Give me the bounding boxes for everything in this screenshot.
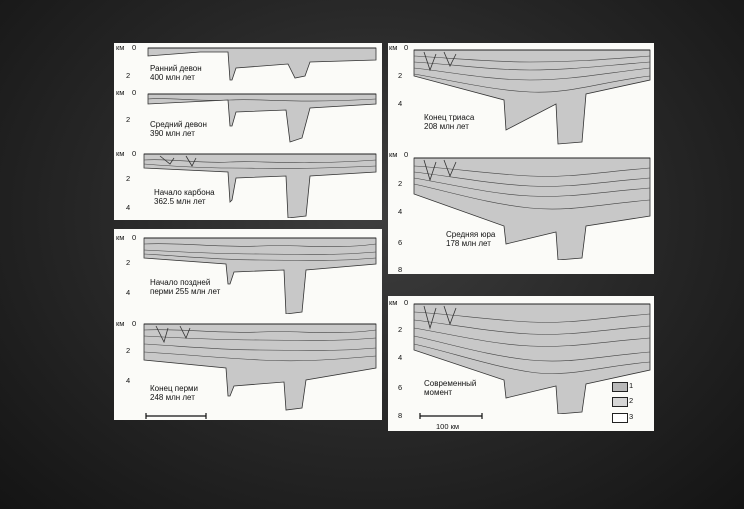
section-middle-jurassic — [413, 157, 651, 260]
section-middle-devonian — [147, 93, 377, 143]
depth-tick: 2 — [126, 71, 131, 80]
section-early-carboniferous — [143, 153, 377, 218]
depth-tick: 2 — [126, 346, 131, 355]
depth-tick: 4 — [126, 203, 131, 212]
section-present-day — [413, 303, 651, 414]
depth-unit: км — [389, 43, 398, 52]
depth-unit: км — [389, 298, 398, 307]
scale-bar-right — [419, 413, 483, 419]
depth-tick: 4 — [398, 353, 403, 362]
depth-tick: 2 — [126, 258, 131, 267]
depth-tick: 4 — [398, 207, 403, 216]
panel-label: Начало поздней перми 255 млн лет — [150, 278, 221, 296]
depth-tick: 2 — [126, 174, 131, 183]
depth-tick: 2 — [126, 115, 131, 124]
depth-unit: км — [116, 319, 125, 328]
depth-tick: 4 — [126, 376, 131, 385]
depth-unit: км — [389, 150, 398, 159]
depth-tick: 0 — [404, 150, 409, 159]
section-end-triassic — [413, 49, 651, 145]
legend-key: 1 — [629, 381, 634, 390]
legend-key: 3 — [629, 412, 634, 421]
depth-tick: 2 — [398, 179, 403, 188]
depth-tick: 0 — [404, 298, 409, 307]
depth-unit: км — [116, 88, 125, 97]
depth-unit: км — [116, 233, 125, 242]
section-early-devonian — [147, 47, 377, 81]
depth-tick: 0 — [404, 43, 409, 52]
panel-label: Ранний девон 400 млн лет — [150, 64, 202, 82]
depth-tick: 4 — [398, 99, 403, 108]
legend-swatch-3 — [612, 413, 628, 423]
depth-tick: 2 — [398, 71, 403, 80]
depth-tick: 6 — [398, 383, 403, 392]
section-late-permian-start — [143, 237, 377, 314]
depth-tick: 2 — [398, 325, 403, 334]
legend-swatch-1 — [612, 382, 628, 392]
legend-swatch-2 — [612, 397, 628, 407]
depth-tick: 6 — [398, 238, 403, 247]
scale-bar-left — [145, 413, 207, 419]
scale-bar-label: 100 км — [436, 422, 460, 431]
panel-label: Конец перми 248 млн лет — [150, 384, 198, 402]
panel-label: Начало карбона 362.5 млн лет — [154, 188, 215, 206]
depth-tick: 8 — [398, 265, 403, 274]
depth-tick: 8 — [398, 411, 403, 420]
depth-tick: 4 — [126, 288, 131, 297]
panel-label: Средняя юра 178 млн лет — [446, 230, 496, 248]
depth-tick: 0 — [132, 233, 137, 242]
panel-label: Конец триаса 208 млн лет — [424, 113, 475, 131]
depth-tick: 0 — [132, 43, 137, 52]
section-end-permian — [143, 323, 377, 411]
legend-key: 2 — [629, 396, 634, 405]
panel-label: Современный момент — [424, 379, 477, 397]
left-sheet-top — [114, 43, 382, 220]
depth-tick: 0 — [132, 149, 137, 158]
depth-unit: км — [116, 149, 125, 158]
depth-unit: км — [116, 43, 125, 52]
depth-tick: 0 — [132, 319, 137, 328]
panel-label: Средний девон 390 млн лет — [150, 120, 207, 138]
depth-tick: 0 — [132, 88, 137, 97]
